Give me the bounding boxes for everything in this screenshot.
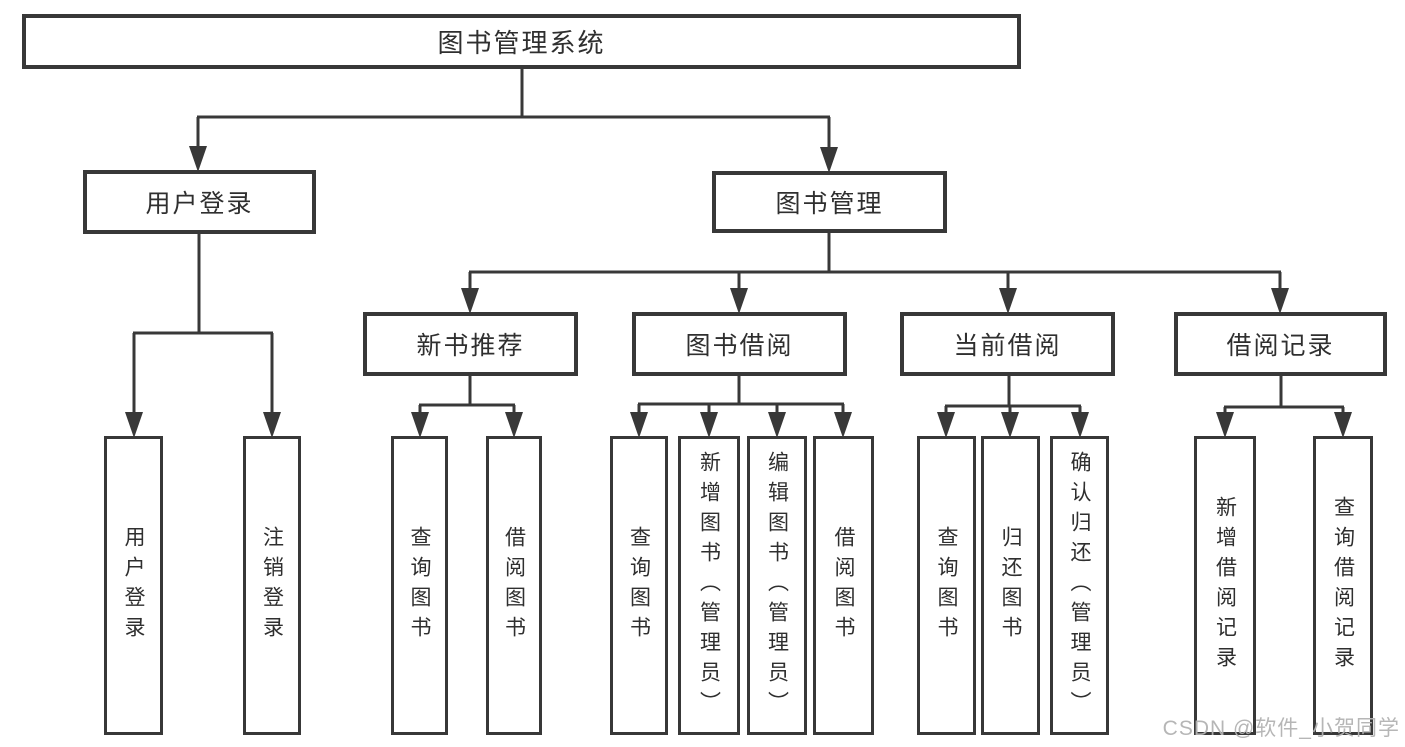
arrowhead-icon: [999, 288, 1017, 314]
node-label: 查询借阅记录: [1331, 495, 1355, 676]
node-v-query-books-1: 查询图书: [391, 436, 448, 735]
arrowhead-icon: [768, 412, 786, 438]
node-v-query-borrow-record: 查询借阅记录: [1313, 436, 1373, 735]
arrowhead-icon: [820, 147, 838, 173]
arrowhead-icon: [1071, 412, 1089, 438]
node-v-confirm-return: 确认归还（管理员）: [1050, 436, 1109, 735]
node-label: 编辑图书（管理员）: [765, 450, 789, 721]
arrowhead-icon: [700, 412, 718, 438]
node-v-user-login: 用户登录: [104, 436, 163, 735]
node-label: 查询图书: [627, 525, 651, 646]
node-book-borrowing: 图书借阅: [632, 312, 847, 376]
node-label: 归还图书: [999, 525, 1023, 646]
node-label: 图书管理: [775, 190, 884, 218]
arrowhead-icon: [461, 288, 479, 314]
arrowhead-icon: [263, 412, 281, 438]
arrowhead-icon: [1334, 412, 1352, 438]
node-v-borrow-books-1: 借阅图书: [486, 436, 542, 735]
node-current-borrowing: 当前借阅: [900, 312, 1115, 376]
arrowhead-icon: [1216, 412, 1234, 438]
node-label: 新增图书（管理员）: [697, 450, 721, 721]
arrowhead-icon: [1271, 288, 1289, 314]
arrowhead-icon: [189, 146, 207, 172]
watermark: CSDN @软件_小贺同学: [1162, 717, 1400, 740]
node-v-edit-books: 编辑图书（管理员）: [747, 436, 807, 735]
node-v-query-books-3: 查询图书: [917, 436, 976, 735]
node-v-return-books: 归还图书: [981, 436, 1040, 735]
node-label: 新增借阅记录: [1213, 495, 1237, 676]
arrowhead-icon: [937, 412, 955, 438]
node-label: 借阅图书: [502, 525, 526, 646]
node-v-add-borrow-record: 新增借阅记录: [1194, 436, 1256, 735]
node-v-borrow-books-2: 借阅图书: [813, 436, 874, 735]
node-borrowing-records: 借阅记录: [1174, 312, 1387, 376]
node-book-management: 图书管理: [712, 171, 947, 233]
node-label: 查询图书: [408, 525, 432, 646]
node-v-logout: 注销登录: [243, 436, 301, 735]
node-label: 借阅记录: [1226, 332, 1335, 360]
node-label: 图书借阅: [685, 332, 794, 360]
node-label: 当前借阅: [953, 332, 1062, 360]
node-label: 用户登录: [145, 190, 254, 218]
node-label: 新书推荐: [416, 332, 525, 360]
arrowhead-icon: [505, 412, 523, 438]
node-new-book-recommend: 新书推荐: [363, 312, 578, 376]
arrowhead-icon: [411, 412, 429, 438]
arrowhead-icon: [630, 412, 648, 438]
arrowhead-icon: [834, 412, 852, 438]
node-user-login: 用户登录: [83, 170, 316, 234]
arrowhead-icon: [730, 288, 748, 314]
node-label: 注销登录: [260, 525, 284, 646]
arrowhead-icon: [125, 412, 143, 438]
node-label: 图书管理系统: [437, 28, 606, 58]
node-root: 图书管理系统: [22, 14, 1021, 69]
node-label: 查询图书: [935, 525, 959, 646]
node-label: 借阅图书: [832, 525, 856, 646]
node-v-query-books-2: 查询图书: [610, 436, 668, 735]
node-label: 用户登录: [122, 525, 146, 646]
arrowhead-icon: [1001, 412, 1019, 438]
node-v-add-books: 新增图书（管理员）: [678, 436, 740, 735]
node-label: 确认归还（管理员）: [1068, 450, 1092, 721]
